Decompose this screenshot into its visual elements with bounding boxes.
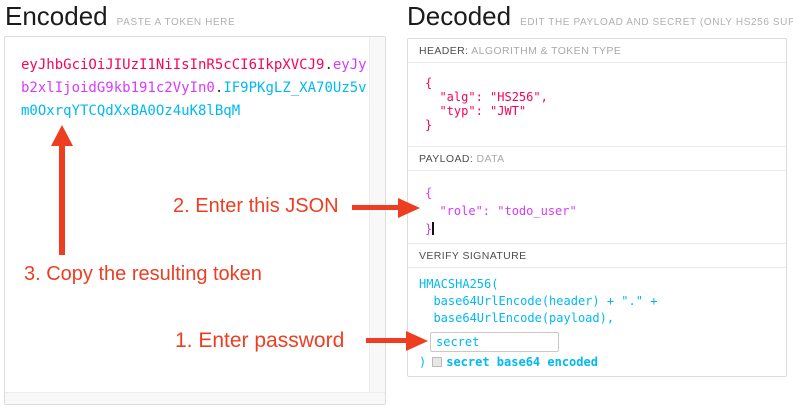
header-json-editor[interactable]: { "alg": "HS256", "typ": "JWT" } — [408, 63, 786, 146]
verify-last-line: ) secret base64 encoded — [419, 354, 786, 370]
base64-checkbox-label: secret base64 encoded — [446, 355, 598, 369]
jwt-token: eyJhbGciOiJIUzI1NiIsInR5cCI6IkpXVCJ9.eyJ… — [21, 54, 368, 123]
verify-section-label: VERIFY SIGNATURE — [408, 243, 786, 268]
annotation-step1-label: 1. Enter password — [175, 329, 345, 352]
payload-label-primary: PAYLOAD: — [419, 152, 474, 165]
hmac-code-line3: base64UrlEncode(payload), — [419, 311, 615, 325]
token-separator: . — [324, 57, 333, 73]
header-section-label: HEADER: ALGORITHM & TOKEN TYPE — [408, 39, 786, 63]
encoded-title: Encoded — [5, 1, 108, 31]
verify-signature-section: HMACSHA256( base64UrlEncode(header) + ".… — [408, 268, 786, 376]
secret-input[interactable] — [430, 332, 559, 352]
close-paren: ) — [419, 355, 427, 369]
step3-arrow-shaft — [59, 144, 65, 255]
annotation-step2-label: 2. Enter this JSON — [173, 195, 339, 217]
payload-section-label: PAYLOAD: DATA — [408, 146, 786, 171]
encoded-subtitle: PASTE A TOKEN HERE — [116, 17, 236, 28]
token-separator: . — [214, 80, 224, 96]
header-label-primary: HEADER: — [419, 44, 469, 57]
base64-encoded-checkbox[interactable] — [432, 357, 443, 367]
vertical-scrollbar[interactable] — [369, 37, 385, 392]
payload-json-editor[interactable]: { "role": "todo_user" } — [408, 171, 786, 243]
encoded-heading: Encoded PASTE A TOKEN HERE — [5, 0, 235, 32]
payload-label-secondary: DATA — [473, 152, 505, 165]
text-cursor — [432, 222, 435, 235]
decoded-subtitle: EDIT THE PAYLOAD AND SECRET (ONLY HS256 … — [520, 17, 793, 28]
token-payload-part: eyJyb2xlIjoidG9kb191c2VyIn0 — [21, 57, 367, 96]
hmac-code-line2: base64UrlEncode(header) + "." + — [419, 294, 658, 308]
step1-arrow-right-icon — [406, 331, 428, 351]
token-signature-part: IF9PKgLZ_XA70Uz5vm0OxrqYTCQdXxBA0Oz4uK8l… — [21, 80, 367, 119]
step2-arrow-shaft — [352, 205, 398, 210]
horizontal-scrollbar[interactable] — [5, 392, 385, 404]
annotation-step3-label: 3. Copy the resulting token — [24, 263, 262, 285]
decoded-title: Decoded — [407, 1, 512, 31]
token-text-area[interactable]: eyJhbGciOiJIUzI1NiIsInR5cCI6IkpXVCJ9.eyJ… — [5, 37, 368, 391]
decoded-heading: Decoded EDIT THE PAYLOAD AND SECRET (ONL… — [407, 0, 793, 32]
payload-json: { "role": "todo_user" } — [425, 186, 577, 236]
header-json: { "alg": "HS256", "typ": "JWT" } — [425, 76, 548, 132]
step3-arrow-up-icon — [51, 125, 73, 146]
hmac-code-line1: HMACSHA256( — [419, 277, 499, 291]
header-label-secondary: ALGORITHM & TOKEN TYPE — [468, 44, 622, 57]
decoded-panel: HEADER: ALGORITHM & TOKEN TYPE { "alg": … — [407, 38, 787, 377]
token-header-part: eyJhbGciOiJIUzI1NiIsInR5cCI6IkpXVCJ9 — [21, 57, 325, 73]
encoded-token-editor[interactable]: eyJhbGciOiJIUzI1NiIsInR5cCI6IkpXVCJ9.eyJ… — [4, 36, 386, 405]
verify-label-primary: VERIFY SIGNATURE — [419, 249, 527, 262]
step2-arrow-right-icon — [398, 198, 420, 218]
step1-arrow-shaft — [366, 338, 406, 343]
